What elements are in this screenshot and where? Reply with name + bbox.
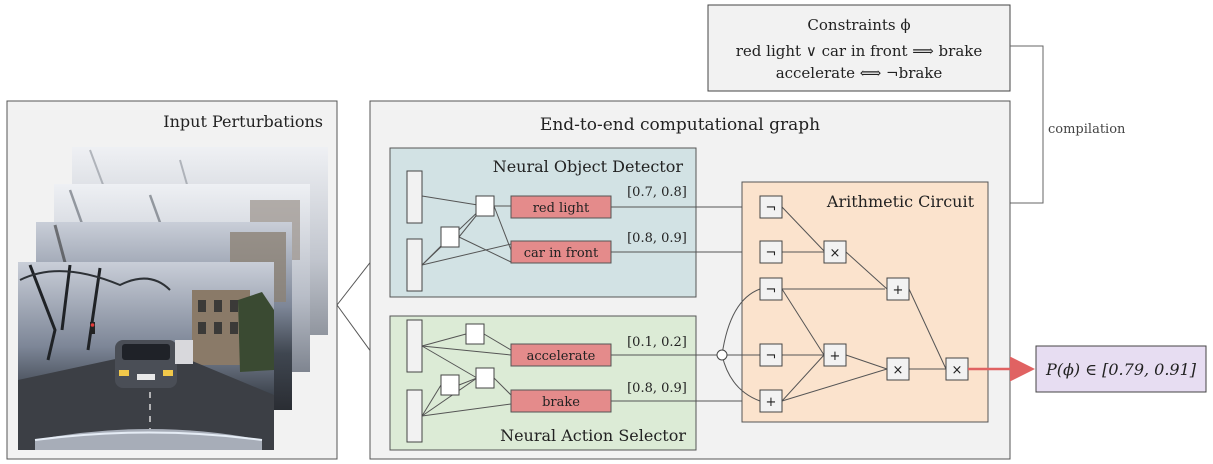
result-frame (1035, 345, 1207, 393)
compilation-arrow: compilation (989, 45, 1126, 207)
output-accelerate (510, 343, 612, 367)
not-gate-3-symbol: ¬ (766, 283, 777, 298)
detector-hidden-unit-1 (440, 226, 460, 248)
detector-edges (421, 195, 760, 266)
not-gate-1-symbol: ¬ (766, 201, 777, 216)
times-gate-1-symbol: × (830, 246, 841, 261)
output-car-in-front (510, 240, 612, 264)
output-red-light (510, 195, 612, 219)
plus-gate-1 (886, 277, 910, 301)
selector-input-layer-1 (406, 319, 423, 373)
result-box: P(ϕ) ∈ [0.79, 0.91] (1035, 345, 1207, 393)
input-panel-title: Input Perturbations (163, 112, 323, 131)
times-gate-1 (823, 240, 847, 264)
circuit-frame (741, 181, 989, 423)
times-gate-3-symbol: × (952, 363, 963, 378)
output-brake-interval: [0.8, 0.9] (627, 381, 687, 396)
detector-hidden-unit-2 (475, 195, 495, 217)
branch-point (716, 349, 728, 361)
plus-gate-2-symbol: + (830, 349, 841, 364)
plus-gate-3-symbol: + (766, 395, 777, 410)
detector-input-layer-2 (406, 238, 423, 292)
circuit-edges (721, 206, 947, 402)
not-gate-2 (759, 240, 783, 264)
action-selector: Neural Action Selector accelerate [0.1, … (389, 315, 760, 451)
arithmetic-circuit: Arithmetic Circuit (716, 181, 989, 423)
detector-frame (389, 147, 697, 298)
plus-gate-2 (823, 343, 847, 367)
street-photo (18, 262, 274, 450)
constraints-box: Constraints ϕ red light ∨ car in front ⟹… (707, 4, 1011, 92)
graph-panel-title: End-to-end computational graph (540, 115, 820, 135)
output-brake-label: brake (542, 395, 580, 410)
not-gate-4-symbol: ¬ (766, 349, 777, 364)
output-accelerate-interval: [0.1, 0.2] (627, 335, 687, 350)
detector-title: Neural Object Detector (493, 157, 684, 176)
selector-hidden-unit-1 (465, 323, 485, 345)
circuit-title: Arithmetic Circuit (826, 192, 975, 211)
plus-gate-3 (759, 389, 783, 413)
selector-hidden-unit-2 (440, 374, 460, 396)
result-probability: P(ϕ) ∈ [0.79, 0.91] (1045, 360, 1197, 379)
output-car-in-front-label: car in front (524, 246, 599, 261)
compilation-label: compilation (1048, 122, 1126, 137)
times-gate-2-symbol: × (893, 363, 904, 378)
selector-input-layer-2 (406, 389, 423, 443)
constraint-rule-2: accelerate ⟺ ¬brake (776, 64, 943, 82)
output-red-light-label: red light (533, 201, 590, 216)
input-panel: Input Perturbations (6, 100, 338, 460)
constraint-rule-1: red light ∨ car in front ⟹ brake (736, 42, 983, 60)
output-car-in-front-interval: [0.8, 0.9] (627, 231, 687, 246)
selector-edges (421, 333, 760, 417)
constraints-frame (707, 4, 1011, 92)
output-red-light-interval: [0.7, 0.8] (627, 185, 687, 200)
plus-gate-1-symbol: + (893, 283, 904, 298)
detector-input-layer-1 (406, 170, 423, 224)
object-detector: Neural Object Detector red light [0.7, 0… (389, 147, 760, 298)
not-gate-3 (759, 277, 783, 301)
selector-title: Neural Action Selector (500, 426, 686, 445)
output-brake (510, 389, 612, 413)
constraints-title: Constraints ϕ (807, 16, 910, 34)
not-gate-2-symbol: ¬ (766, 246, 777, 261)
selector-hidden-unit-3 (475, 367, 495, 389)
not-gate-4 (759, 343, 783, 367)
output-accelerate-label: accelerate (527, 349, 596, 364)
times-gate-2 (886, 357, 910, 381)
not-gate-1 (759, 195, 783, 219)
